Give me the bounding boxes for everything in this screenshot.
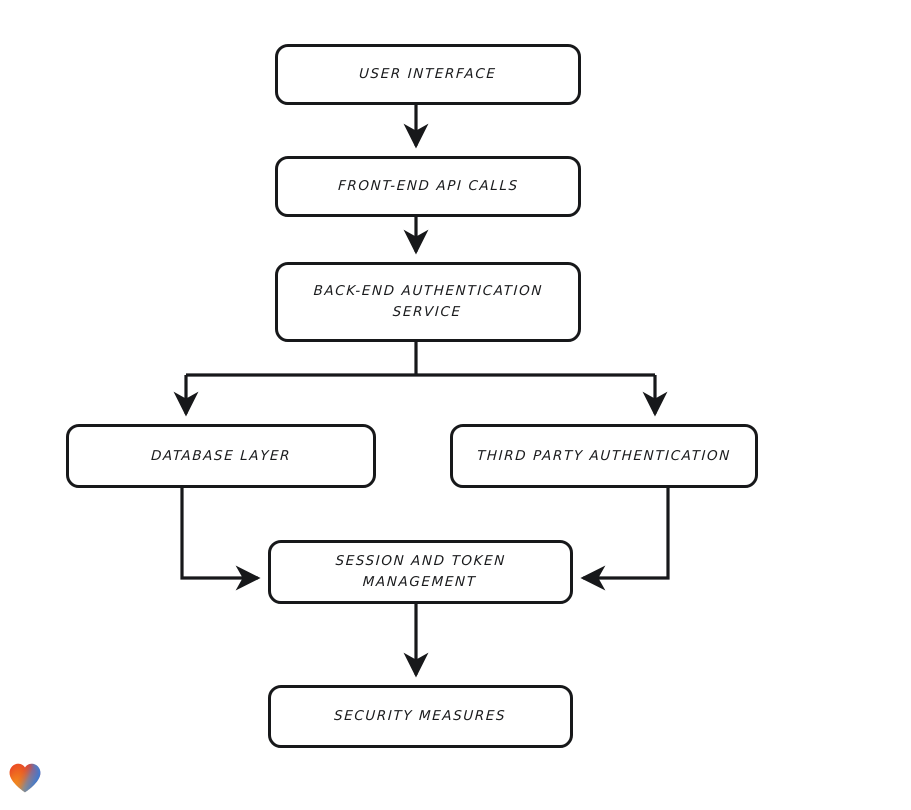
node-label-front-end-api-calls: Front-End API Calls [337,178,519,195]
node-back-end-auth[interactable]: Back-End Authentication Service [275,262,581,342]
node-label-database-layer: Database Layer [150,447,292,464]
node-third-party-auth[interactable]: Third Party Authentication [450,424,758,488]
node-label-session-token-mgmt: Session and Token Management [335,553,507,590]
edge-backend-split-bus [186,342,655,377]
node-label-user-interface: User Interface [358,66,498,83]
node-user-interface[interactable]: User Interface [275,44,581,105]
node-database-layer[interactable]: Database Layer [66,424,376,488]
heart-icon [9,763,41,793]
edge-third-to-session [580,488,670,591]
edge-db-to-session [180,488,261,591]
node-front-end-api-calls[interactable]: Front-End API Calls [275,156,581,217]
node-label-third-party-auth: Third Party Authentication [476,447,732,464]
node-security-measures[interactable]: Security Measures [268,685,573,748]
node-label-back-end-auth: Back-End Authentication Service [313,283,544,320]
node-label-security-measures: Security Measures [334,708,507,725]
node-session-token-mgmt[interactable]: Session and Token Management [268,540,573,604]
